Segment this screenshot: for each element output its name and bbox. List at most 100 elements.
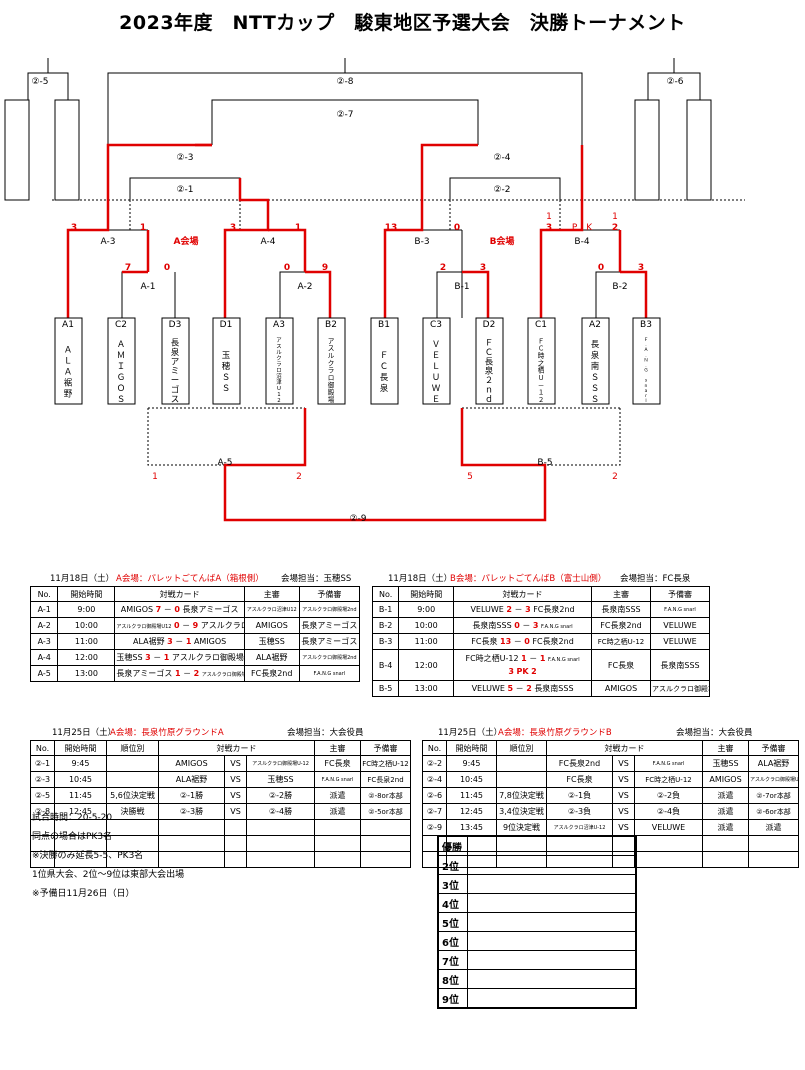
sub-referee: VELUWE bbox=[650, 617, 710, 634]
score: 1 bbox=[612, 212, 618, 222]
referee bbox=[702, 851, 750, 868]
match-time: 11:00 bbox=[57, 633, 116, 650]
team-box bbox=[581, 317, 610, 405]
team-seed: D2 bbox=[483, 320, 496, 330]
score: 2 bbox=[440, 263, 446, 273]
team-seed: C3 bbox=[430, 320, 442, 330]
match-no: ②-4 bbox=[422, 771, 447, 788]
team-name: ＦＣ長泉 bbox=[380, 351, 389, 394]
round-label: ②-6 bbox=[666, 77, 683, 87]
rank-label: 6位 bbox=[437, 931, 468, 951]
team-box bbox=[107, 317, 136, 405]
notes: 試合時間：20-5-20 同点の場合はPK3名 ※決勝のみ延長5-5、PK3名 … bbox=[32, 809, 184, 904]
sub-referee: FC時之栖U-12 bbox=[360, 755, 412, 772]
match-time: 9:45 bbox=[446, 755, 497, 772]
table-header: 順位別 bbox=[106, 740, 159, 756]
round-label: A-3 bbox=[101, 237, 116, 247]
rank-row: 7位 bbox=[437, 950, 637, 970]
referee: ALA裾野 bbox=[243, 649, 300, 666]
match-card: AMIGOS 7 － 0 長泉アミーゴス bbox=[114, 601, 245, 618]
rank-label: 7,8位決定戦 bbox=[496, 787, 547, 804]
match-no: A-3 bbox=[29, 633, 59, 650]
sub-referee: 長泉アミーゴス bbox=[298, 617, 361, 634]
referee: F.A.N.G snarl bbox=[314, 771, 362, 788]
referee bbox=[314, 851, 362, 868]
team-name: ＡＭＩＧＯＳ bbox=[117, 340, 126, 405]
match-time: 11:45 bbox=[54, 787, 107, 804]
note-line: 試合時間：20-5-20 bbox=[32, 813, 113, 823]
match-no: ②-9 bbox=[422, 819, 447, 836]
table-header-row: No.開始時間対戦カード主審予備審 bbox=[29, 586, 361, 602]
rank-label: 7位 bbox=[437, 950, 468, 970]
referee bbox=[314, 835, 362, 852]
table-header-row: No.開始時間対戦カード主審予備審 bbox=[371, 586, 710, 602]
sub-referee: F.A.N.G snarl bbox=[298, 665, 361, 682]
sub-referee: ②-7or本部 bbox=[748, 787, 800, 804]
match-no: ②-7 bbox=[422, 803, 447, 820]
score: 2 bbox=[612, 472, 618, 482]
match-time: 10:00 bbox=[398, 617, 455, 634]
match-time: 12:00 bbox=[57, 649, 116, 666]
referee: FC時之栖U-12 bbox=[591, 633, 651, 650]
schedule-date: 11月25日（土） bbox=[438, 728, 503, 738]
score: 3 bbox=[230, 223, 236, 233]
bracket-line bbox=[27, 58, 69, 100]
team-seed: A3 bbox=[273, 320, 285, 330]
away-team: アスルクラロ御殿場U-12 bbox=[245, 755, 316, 772]
home-score: 1 bbox=[174, 669, 181, 678]
round-label: ②-9 bbox=[349, 514, 366, 524]
match-card: 玉穂SS 3 － 1 アスルクラロ御殿場 bbox=[114, 649, 245, 666]
score: 3 bbox=[71, 223, 77, 233]
bracket-line bbox=[449, 177, 561, 200]
home-score: 3 bbox=[145, 653, 151, 662]
match-time: 13:45 bbox=[446, 819, 497, 836]
schedule-manager: 会場担当：大会役員 bbox=[287, 728, 364, 738]
match-no: B-2 bbox=[371, 617, 400, 634]
team-box bbox=[317, 317, 346, 405]
referee: 派遣 bbox=[702, 787, 750, 804]
home-score: 5 bbox=[507, 684, 514, 693]
schedule-date: 11月18日（土） bbox=[50, 574, 115, 584]
score: 1 bbox=[152, 472, 158, 482]
schedule-manager: 会場担当：大会役員 bbox=[676, 728, 753, 738]
rank-label: 4位 bbox=[437, 893, 468, 913]
team-seed: B2 bbox=[325, 320, 337, 330]
team-box bbox=[422, 317, 451, 405]
home-team: アスルクラロ沼津U-12 bbox=[546, 819, 613, 836]
winner-path bbox=[345, 408, 547, 522]
winner-path bbox=[383, 143, 478, 318]
away-team: ②-2勝 bbox=[245, 787, 316, 804]
match-time: 10:45 bbox=[54, 771, 107, 788]
vs-label: VS bbox=[224, 755, 247, 772]
away-team: 長泉アミーゴス bbox=[182, 605, 239, 614]
referee: 長泉南SSS bbox=[591, 601, 651, 618]
away-score: 2 bbox=[526, 684, 532, 693]
rank-label bbox=[496, 771, 547, 788]
home-score: 13 bbox=[500, 637, 512, 646]
team-box bbox=[161, 317, 190, 405]
away-team bbox=[245, 835, 316, 852]
rank-label: 9位 bbox=[437, 988, 468, 1009]
schedule-b: 11月18日（土） B会場：パレットごてんばB（富士山側） 会場担当：FC長泉 … bbox=[371, 572, 710, 697]
rank-row: 4位 bbox=[437, 893, 637, 913]
table-header: No. bbox=[29, 586, 59, 602]
away-team: F.A.N.G snarl bbox=[541, 624, 573, 630]
team-seed: D3 bbox=[169, 320, 182, 330]
venue-label: B会場 bbox=[490, 235, 515, 247]
score: 3 bbox=[546, 223, 552, 233]
match-time: 12:45 bbox=[446, 803, 497, 820]
vs-label: VS bbox=[612, 803, 635, 820]
rank-label bbox=[496, 755, 547, 772]
referee: 派遣 bbox=[702, 803, 750, 820]
round-label: ②-8 bbox=[336, 77, 353, 87]
away-score: 1 bbox=[163, 653, 170, 662]
referee: AMIGOS bbox=[702, 771, 750, 788]
sub-referee: アスルクラロ御殿場2nd bbox=[298, 601, 361, 618]
